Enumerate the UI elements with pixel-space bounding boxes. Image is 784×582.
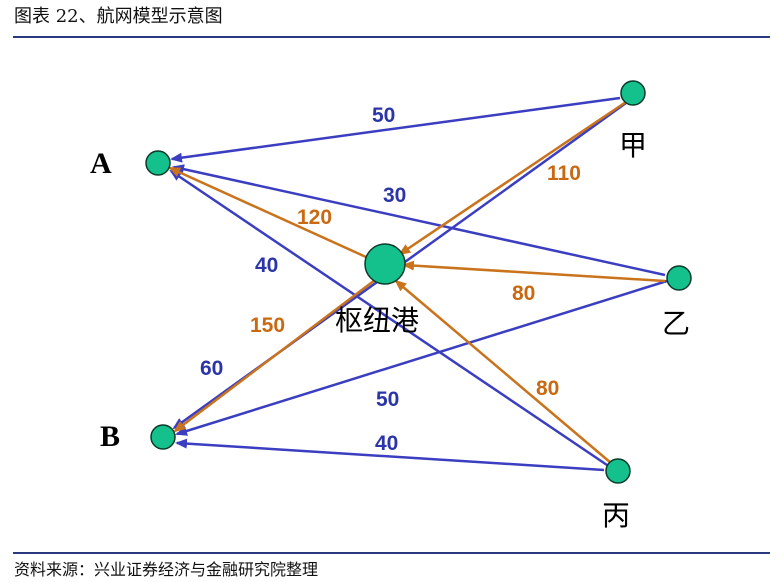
- edge-bing-to-hub: [394, 279, 612, 464]
- node-label-a: A: [90, 147, 112, 180]
- node-label-jia: 甲: [619, 129, 647, 162]
- node-b: [150, 424, 176, 450]
- edge-bing-to-a: [169, 169, 608, 467]
- node-hub: [364, 243, 406, 285]
- edge-yi-to-b: [175, 279, 668, 436]
- node-yi: [666, 265, 692, 291]
- source-note: 资料来源：兴业证券经济与金融研究院整理: [14, 560, 319, 579]
- node-label-bing: 丙: [602, 499, 630, 532]
- edge-value-hub-b: 150: [250, 314, 285, 337]
- edge-value-yi-b: 50: [376, 388, 399, 411]
- edge-jia-to-hub: [398, 100, 627, 256]
- node-a: [145, 150, 171, 176]
- node-jia: [620, 80, 646, 106]
- edge-value-yi-hub: 80: [512, 282, 535, 305]
- edge-hub-to-a: [168, 166, 367, 259]
- edge-value-jia-b: 60: [200, 357, 223, 380]
- edge-value-hub-a: 120: [297, 206, 332, 229]
- edge-jia-to-a: [170, 96, 621, 163]
- node-label-b: B: [100, 420, 120, 453]
- edge-value-jia-a: 50: [372, 104, 395, 127]
- top-rule: [13, 36, 770, 38]
- edge-value-bing-a: 40: [255, 254, 278, 277]
- node-bing: [605, 458, 631, 484]
- node-label-yi: 乙: [662, 307, 690, 340]
- edge-bing-to-b: [175, 438, 605, 472]
- edge-value-bing-hub: 80: [536, 377, 559, 400]
- edge-yi-to-a: [172, 164, 666, 277]
- bottom-rule: [13, 552, 770, 554]
- edge-hub-to-b: [173, 276, 380, 433]
- node-label-hub: 枢纽港: [335, 304, 419, 337]
- edge-value-bing-b: 40: [375, 432, 398, 455]
- edge-yi-to-hub: [402, 260, 666, 283]
- figure-title: 图表 22、航网模型示意图: [14, 6, 223, 27]
- edge-value-yi-a: 30: [383, 184, 406, 207]
- edge-value-jia-hub: 110: [547, 162, 581, 185]
